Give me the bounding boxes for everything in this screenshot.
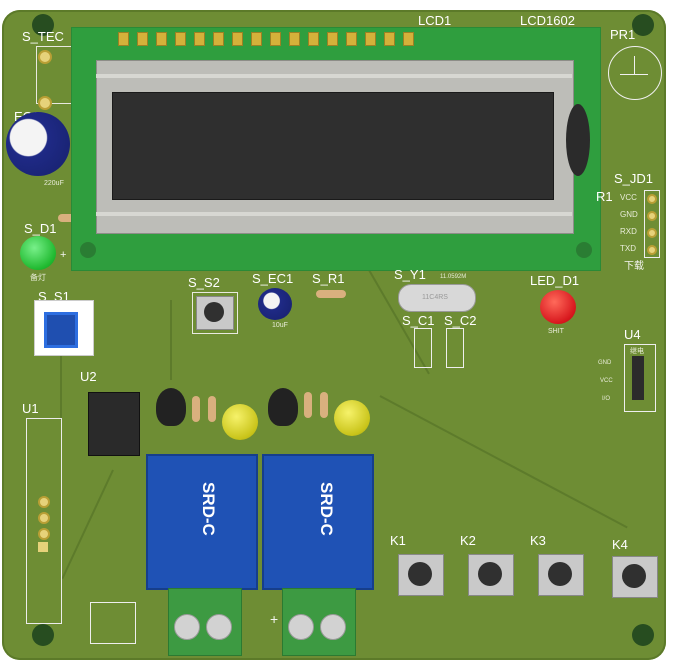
- button-cap[interactable]: [204, 302, 224, 322]
- jd-pin-gnd: GND: [620, 210, 638, 219]
- solder-pad: [38, 96, 52, 110]
- transistor: [268, 388, 298, 426]
- solder-pad-square: [38, 542, 48, 552]
- u2-chip: [88, 392, 140, 456]
- component-outline: [90, 602, 136, 644]
- lcd-screen: [112, 92, 554, 200]
- resistor: [208, 396, 216, 422]
- solder-pad: [38, 50, 52, 64]
- switch-cap[interactable]: [44, 312, 78, 348]
- s-y1-freq: 11.0592M: [440, 274, 467, 280]
- k3-label: K3: [530, 533, 546, 548]
- screw-terminal[interactable]: [174, 614, 200, 640]
- s-d1-text: 备灯: [30, 273, 46, 282]
- s-s2-outline: [192, 292, 238, 334]
- s-ec1-value: 10uF: [272, 322, 288, 329]
- u4-connector: [632, 356, 644, 400]
- yellow-led-icon: [334, 400, 370, 436]
- u4-tag: 继电: [630, 348, 644, 355]
- capacitor-ec1: [6, 112, 70, 176]
- lcd-hole: [80, 242, 96, 258]
- s-r1-label: S_R1: [312, 271, 345, 286]
- relay-left-label: SRD-C: [199, 482, 218, 536]
- plus-mark: +: [60, 249, 67, 261]
- green-led-icon: [20, 236, 56, 270]
- button-cap[interactable]: [622, 564, 646, 588]
- lcd1602-label: LCD1602: [520, 13, 575, 28]
- capacitor-s-c1: [414, 328, 432, 368]
- jd-pin-vcc: VCC: [620, 193, 637, 202]
- u2-label: U2: [80, 369, 97, 384]
- u4-label: U4: [624, 327, 641, 342]
- s-c1-label: S_C1: [402, 313, 435, 328]
- s-jd1-label: S_JD1: [614, 171, 654, 186]
- s-ec1-label: S_EC1: [252, 271, 294, 286]
- s-c2-label: S_C2: [444, 313, 477, 328]
- relay-right: [262, 454, 374, 590]
- lcd-backlight: [566, 104, 590, 176]
- screw-terminal[interactable]: [320, 614, 346, 640]
- crystal: [398, 284, 476, 312]
- resistor: [192, 396, 200, 422]
- mounting-hole: [32, 14, 54, 36]
- resistor: [304, 392, 312, 418]
- u1-outline: [26, 418, 62, 624]
- screw-terminal[interactable]: [206, 614, 232, 640]
- bezel-line: [96, 74, 572, 78]
- s-tec-outline: [36, 46, 72, 104]
- r1-label: R1: [596, 189, 613, 204]
- jd-pin-rxd: RXD: [620, 227, 637, 236]
- resistor: [320, 392, 328, 418]
- mounting-hole: [632, 624, 654, 646]
- jd-pin-txd: TXD: [620, 244, 636, 253]
- s-s1-label: S_S1: [38, 289, 70, 304]
- led-d1-label: LED_D1: [530, 273, 580, 288]
- s-y1-label: S_Y1: [394, 267, 426, 282]
- s-tec-label: S_TEC: [22, 29, 64, 44]
- capacitor-s-ec1: [258, 288, 292, 320]
- k2-label: K2: [460, 533, 476, 548]
- u4-pin-gnd: GND: [598, 360, 612, 366]
- lcd-hole: [576, 242, 592, 258]
- button-cap[interactable]: [548, 562, 572, 586]
- crystal-text: 11C4RS: [422, 294, 448, 301]
- k1-label: K1: [390, 533, 406, 548]
- trace: [170, 300, 172, 380]
- led-d1-text: SHIT: [548, 328, 564, 335]
- photoresistor-outline: [608, 46, 662, 100]
- button-k4[interactable]: [612, 556, 658, 598]
- bezel-line: [96, 212, 572, 216]
- red-led-icon: [540, 290, 576, 324]
- s-d1-label: S_D1: [24, 221, 57, 236]
- lcd-header-pins: [118, 32, 414, 46]
- button-cap[interactable]: [408, 562, 432, 586]
- button-cap[interactable]: [478, 562, 502, 586]
- resistor: [316, 290, 346, 298]
- relay-right-label: SRD-C: [317, 482, 336, 536]
- u4-pin-vcc: VCC: [600, 378, 613, 384]
- s-s2-label: S_S2: [188, 275, 220, 290]
- u4-outline: [624, 344, 656, 412]
- screw-terminal[interactable]: [288, 614, 314, 640]
- mounting-hole: [632, 14, 654, 36]
- s-jd1-header: [644, 190, 660, 258]
- relay-left: [146, 454, 258, 590]
- trace: [60, 300, 62, 420]
- mounting-hole: [32, 624, 54, 646]
- pr1-label: PR1: [610, 27, 636, 42]
- capacitor-s-c2: [446, 328, 464, 368]
- download-label: 下载: [624, 261, 644, 272]
- pr1-mark: [634, 56, 635, 74]
- u4-pin-io: I/O: [602, 396, 611, 402]
- plus-mark: +: [270, 611, 279, 627]
- lcd1-label: LCD1: [418, 13, 452, 28]
- pr1-mark: [620, 74, 648, 75]
- resistor: [58, 214, 78, 222]
- ec1-value: 220uF: [44, 180, 64, 187]
- yellow-led-icon: [222, 404, 258, 440]
- transistor: [156, 388, 186, 426]
- k4-label: K4: [612, 537, 628, 552]
- u1-label: U1: [22, 401, 39, 416]
